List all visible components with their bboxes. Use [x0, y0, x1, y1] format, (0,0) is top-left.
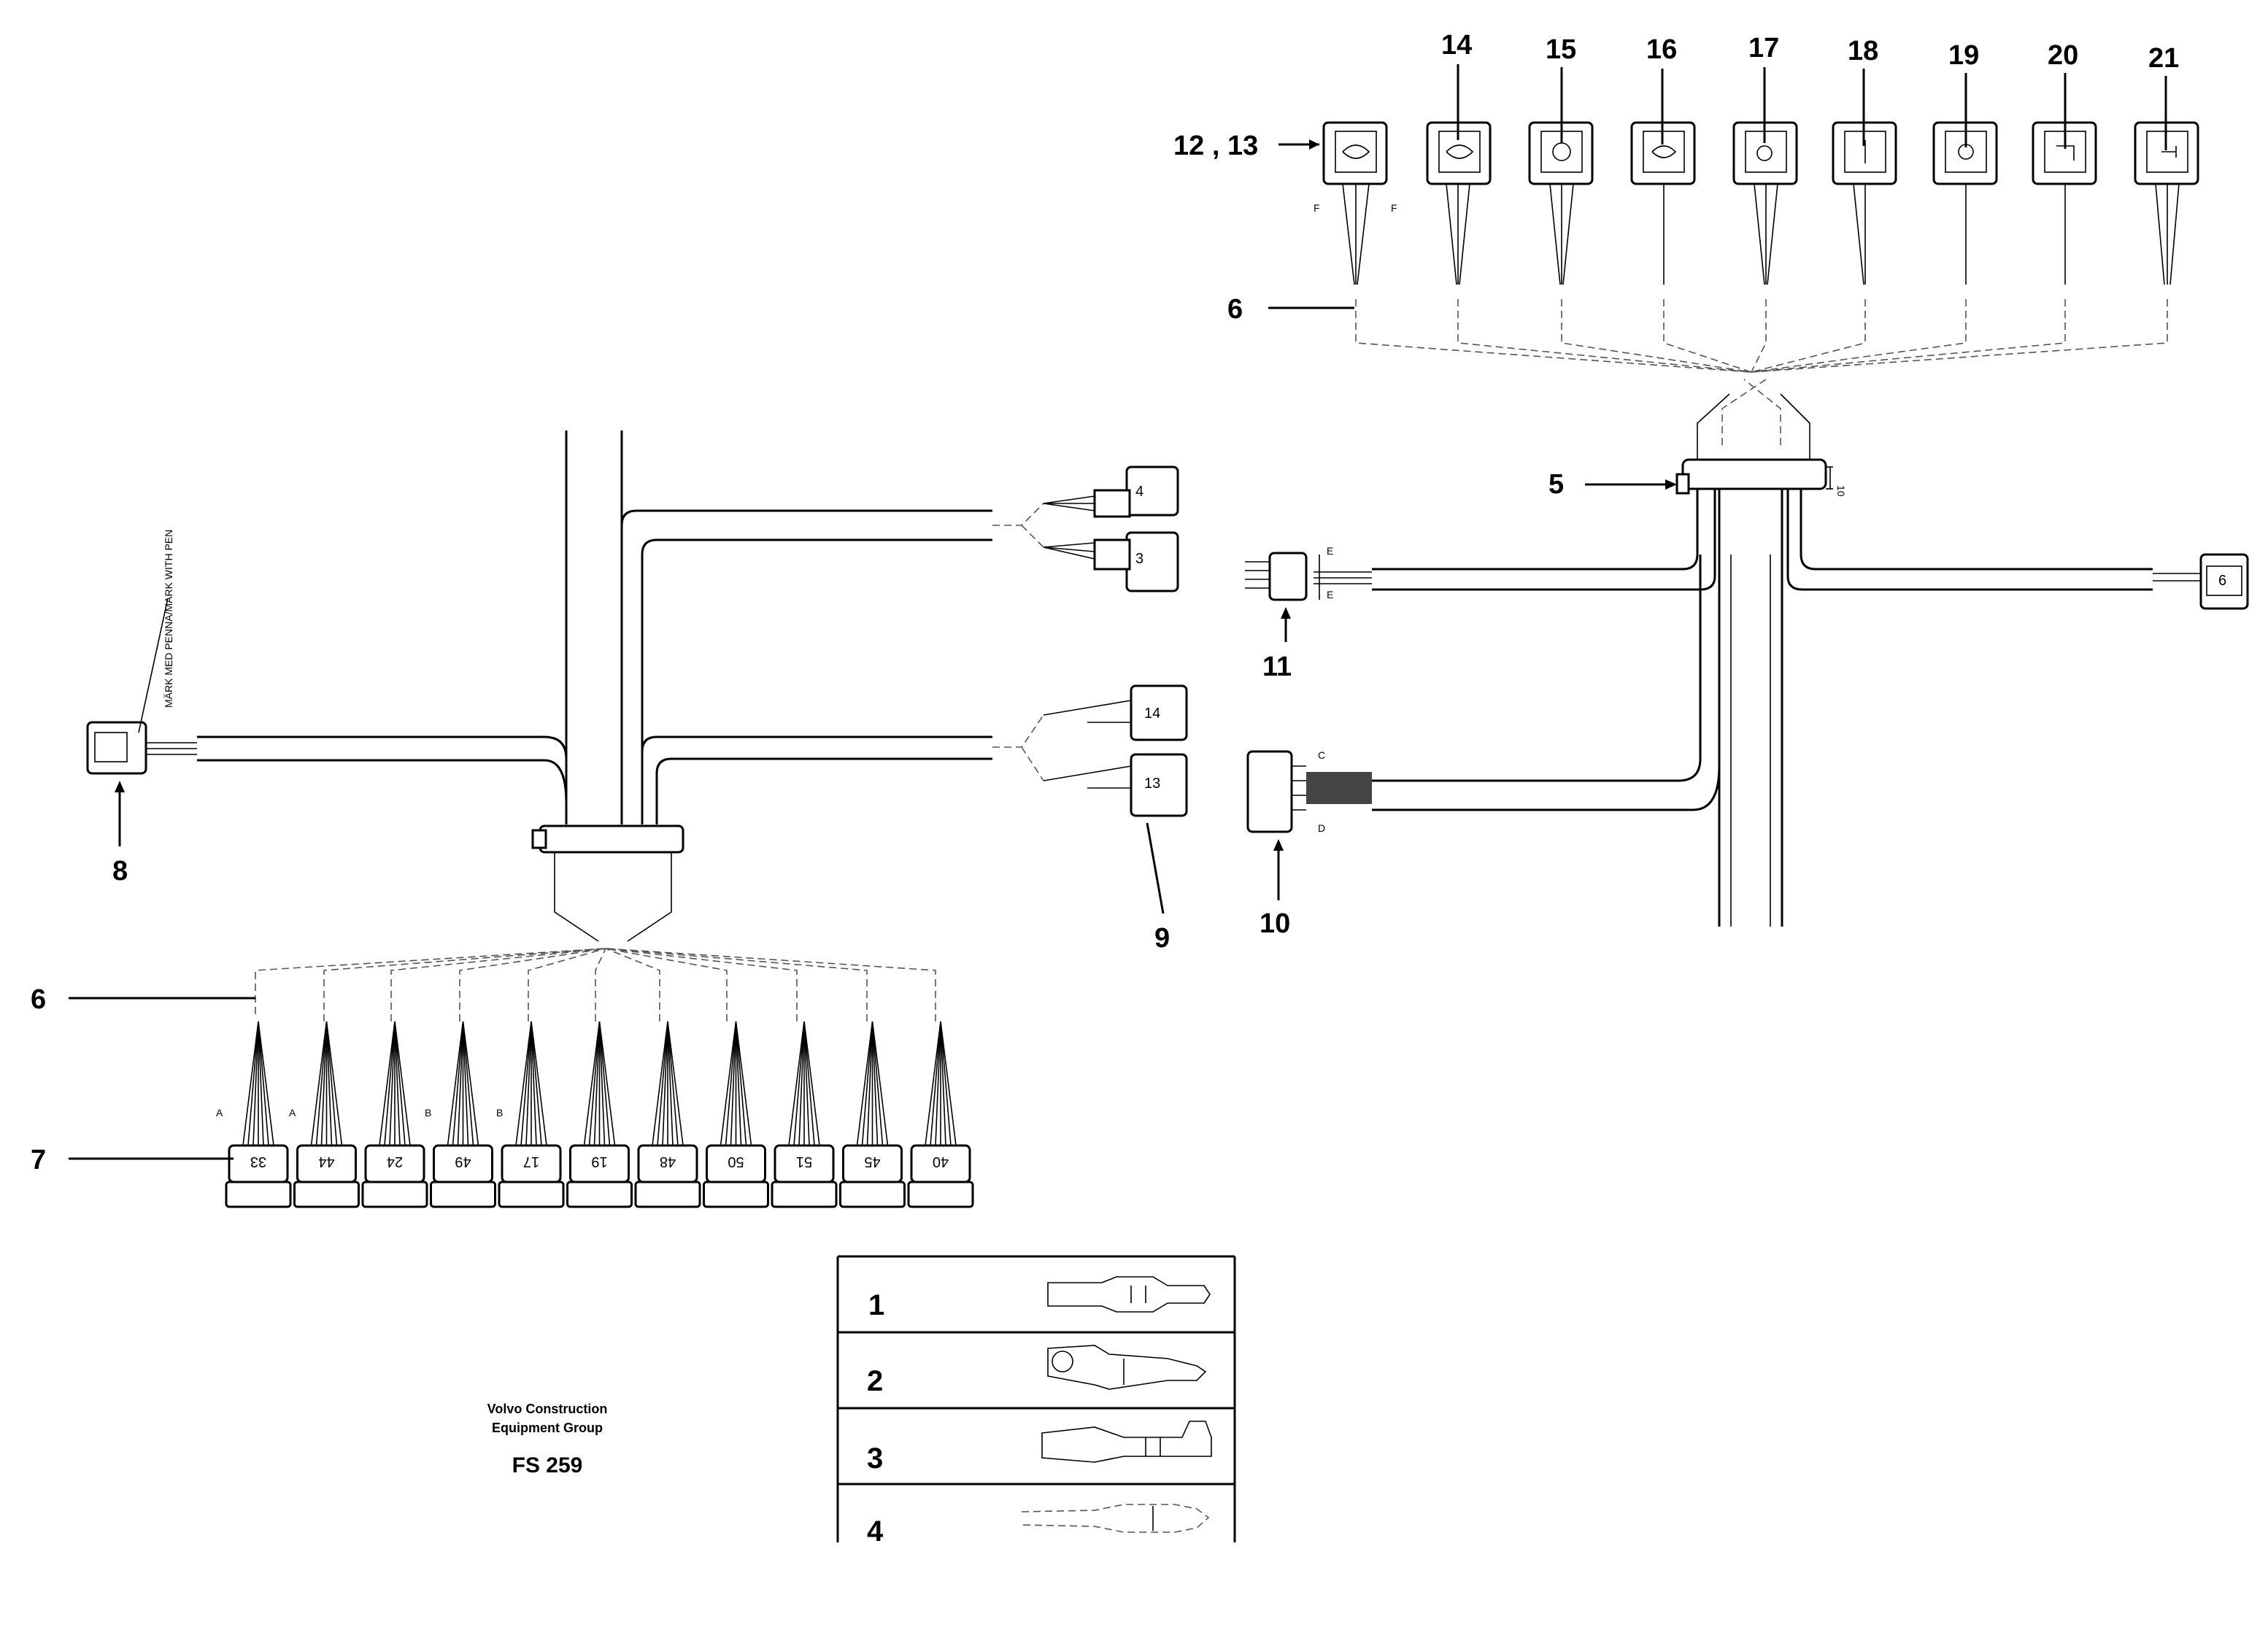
- terminal-row-1: 1: [868, 1276, 1211, 1321]
- harness-clamp-right: [1681, 458, 1827, 490]
- dim-label-b2: B: [496, 1107, 503, 1119]
- dim-label-d: D: [1318, 822, 1325, 834]
- connector-19: 19: [566, 1021, 633, 1208]
- callout-16: 16: [1646, 34, 1677, 65]
- dim-label-e2: E: [1327, 589, 1333, 600]
- mark-with-pen-note: MÄRK MED PENNA/MARK WITH PEN: [163, 530, 174, 708]
- callout-12-13: 12 , 13: [1173, 131, 1258, 161]
- callout-11: 11: [1262, 652, 1292, 682]
- flat-terminal-icon: [1041, 1421, 1212, 1463]
- connector-label-40: 40: [933, 1154, 949, 1170]
- terminal-number-2: 2: [867, 1365, 883, 1397]
- switch-connector-12-13: [1322, 121, 1388, 285]
- terminal-number-1: 1: [868, 1289, 884, 1321]
- terminal-row-4: 4: [867, 1504, 1210, 1548]
- bottom-connector-row: 33 44 24 49 17 19 48 50 51 45 40: [225, 1021, 974, 1208]
- connector-33: 33: [225, 1021, 292, 1208]
- dim-label-a1: A: [216, 1107, 223, 1119]
- connector-label-4: 4: [1135, 484, 1143, 500]
- callout-15: 15: [1546, 34, 1576, 65]
- callout-18: 18: [1848, 36, 1878, 66]
- callout-8: 8: [112, 856, 128, 886]
- footer-block: Volvo Construction Equipment Group FS 25…: [438, 1399, 657, 1478]
- harness-clamp-left: [539, 824, 684, 854]
- connector-48: 48: [634, 1021, 701, 1208]
- callout-19: 19: [1948, 40, 1979, 71]
- terminal-table: 1 2 3 4: [836, 1255, 1236, 1548]
- switch-connector-18: [1832, 121, 1897, 285]
- callout-6-left: 6: [31, 984, 46, 1015]
- connector-40: 40: [907, 1021, 974, 1208]
- terminal-row-3: 3: [867, 1421, 1212, 1475]
- callout-7: 7: [31, 1145, 46, 1175]
- dim-label-f2: F: [1391, 202, 1397, 214]
- connector-11: [1268, 552, 1308, 601]
- connector-label-45: 45: [864, 1154, 880, 1170]
- connector-label-51: 51: [796, 1154, 812, 1170]
- callout-5: 5: [1548, 469, 1564, 500]
- socket-terminal-icon: [1021, 1504, 1210, 1533]
- connector-label-48: 48: [660, 1154, 676, 1170]
- pin-terminal-icon: [1047, 1276, 1211, 1313]
- callout-9: 9: [1154, 923, 1170, 954]
- switch-connector-21: [2134, 121, 2199, 285]
- connector-label-33: 33: [250, 1154, 266, 1170]
- callout-leaders: [69, 64, 2167, 1160]
- connector-label-44: 44: [318, 1154, 334, 1170]
- connector-13-left: 13: [1043, 753, 1188, 817]
- switch-connector-17: [1732, 121, 1798, 285]
- connector-49: 49: [430, 1021, 496, 1208]
- switch-connector-15: [1528, 121, 1594, 285]
- connector-label-19: 19: [591, 1154, 607, 1170]
- footer-code: FS 259: [512, 1453, 583, 1477]
- dim-label-10: 10: [1835, 485, 1847, 497]
- left-harness: 4 3 14 13: [86, 430, 1188, 1119]
- connector-label-14: 14: [1144, 706, 1160, 722]
- terminal-number-4: 4: [867, 1515, 884, 1548]
- connector-14-left: 14: [1043, 684, 1188, 741]
- terminal-row-2: 2: [867, 1345, 1207, 1397]
- bottom-wire-fan: [255, 948, 936, 1021]
- callout-14: 14: [1441, 30, 1472, 61]
- dim-label-a2: A: [289, 1107, 296, 1119]
- right-harness: 10 E E 6 C: [1245, 121, 2249, 927]
- connector-51: 51: [771, 1021, 838, 1208]
- connector-3: 3: [1043, 531, 1179, 592]
- connector-label-3: 3: [1135, 551, 1143, 567]
- dim-label-b1: B: [425, 1107, 431, 1119]
- connector-44: 44: [293, 1021, 360, 1208]
- switch-connector-14: [1426, 121, 1492, 285]
- connector-label-24: 24: [387, 1154, 403, 1170]
- callout-17: 17: [1748, 33, 1779, 63]
- top-wire-fan: [1355, 299, 2168, 373]
- callout-labels: 12 , 13 14 15 16 17 18 19 20 21 6 5 11 1…: [31, 30, 2179, 1175]
- connector-label-6: 6: [2218, 573, 2226, 589]
- switch-connector-row: [1322, 121, 2199, 285]
- dim-label-e1: E: [1327, 545, 1333, 557]
- connector-45: 45: [839, 1021, 906, 1208]
- dim-label-c: C: [1318, 749, 1325, 761]
- callout-20: 20: [2048, 40, 2078, 71]
- connector-4: 4: [1043, 465, 1179, 518]
- connector-8: [86, 721, 147, 775]
- connector-label-17: 17: [523, 1154, 539, 1170]
- connector-17: 17: [498, 1021, 565, 1208]
- connector-label-13: 13: [1144, 776, 1160, 792]
- footer-company-line1: Volvo Construction: [487, 1402, 608, 1416]
- wire-bundle-10: [1306, 772, 1372, 804]
- terminal-number-3: 3: [867, 1442, 883, 1475]
- footer-company-line2: Equipment Group: [492, 1421, 603, 1435]
- connector-label-50: 50: [728, 1154, 744, 1170]
- switch-connector-16: [1630, 121, 1696, 285]
- connector-label-49: 49: [455, 1154, 471, 1170]
- dim-label-f1: F: [1314, 202, 1320, 214]
- connector-24: 24: [361, 1021, 428, 1208]
- connector-10: [1246, 750, 1293, 833]
- callout-6-top: 6: [1227, 294, 1243, 325]
- crimp-terminal-icon: [1047, 1345, 1207, 1390]
- callout-10: 10: [1260, 908, 1290, 939]
- connector-50: 50: [703, 1021, 769, 1208]
- callout-21: 21: [2148, 43, 2179, 74]
